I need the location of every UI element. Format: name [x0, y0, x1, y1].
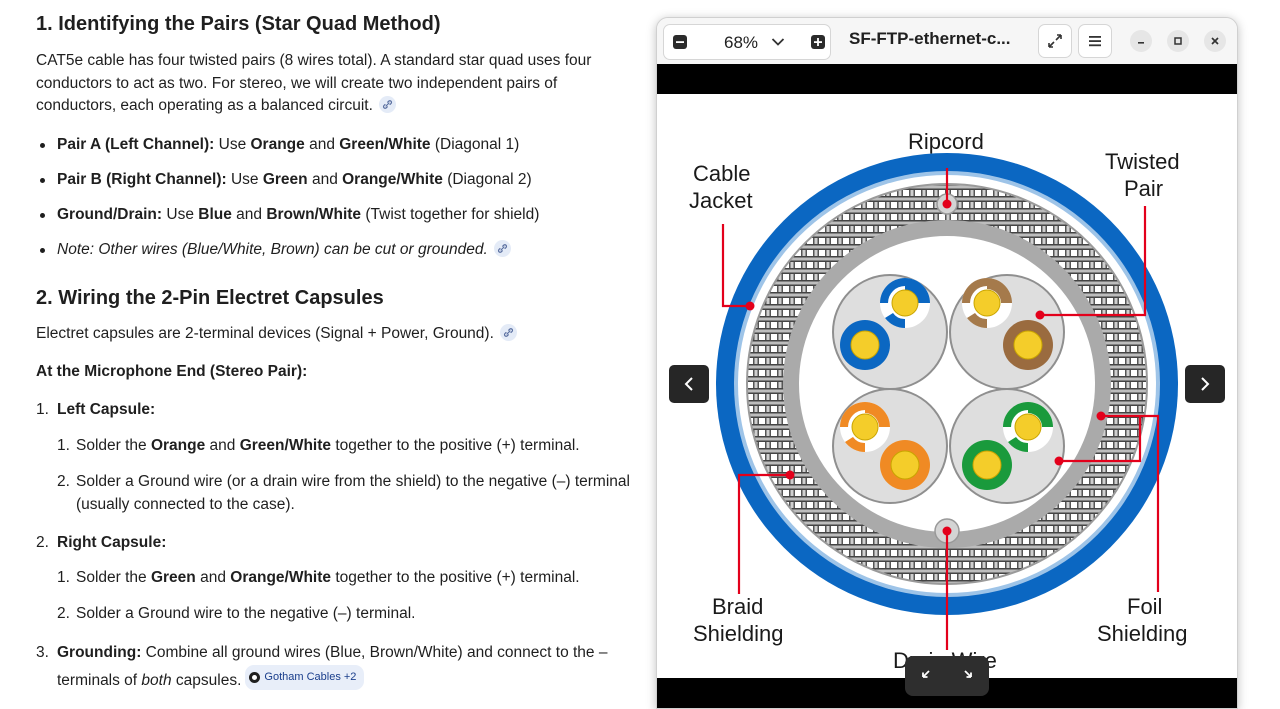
label-twisted-pair-1: Twisted [1105, 149, 1180, 174]
mic-end-heading: At the Microphone End (Stereo Pair): [36, 363, 308, 380]
zoom-out-button[interactable] [668, 30, 692, 54]
intro-text: CAT5e cable has four twisted pairs (8 wi… [36, 52, 592, 114]
heading-identifying-pairs: 1. Identifying the Pairs (Star Quad Meth… [36, 13, 441, 35]
label-foil-shielding-2: Shielding [1097, 621, 1188, 646]
zoom-dropdown-button[interactable] [768, 32, 788, 52]
image-top-letterbox [657, 64, 1237, 94]
list-number: 3. [36, 644, 49, 661]
heading-wiring-capsules: 2. Wiring the 2-Pin Electret Capsules [36, 287, 384, 309]
pair-bottom-right [949, 388, 1065, 504]
left-step-2: Solder a Ground wire (or a drain wire fr… [76, 473, 630, 490]
capsules-intro: Electret capsules are 2-terminal devices… [36, 323, 517, 346]
pair-top-left [832, 274, 948, 390]
menu-button[interactable] [1078, 24, 1112, 58]
cable-cross-section-diagram [716, 153, 1178, 650]
zoom-level[interactable]: 68% [724, 33, 759, 52]
left-capsule-heading: Left Capsule: [57, 401, 156, 418]
next-image-button[interactable] [1185, 365, 1225, 403]
grounding-item: Grounding: Combine all ground wires (Blu… [57, 644, 608, 661]
rotate-right-icon [964, 670, 972, 678]
left-step-1: Solder the Orange and Green/White togeth… [76, 437, 580, 454]
rotate-left-button[interactable] [913, 664, 939, 688]
viewer-header-bar: 68% SF-FTP-ethernet-c... [657, 18, 1237, 64]
list-number: 2. [57, 605, 70, 622]
chevron-down-icon [771, 38, 785, 46]
list-number: 2. [57, 473, 70, 490]
rotate-left-icon [922, 670, 930, 678]
pair-top-right [949, 274, 1065, 390]
pair-bottom-left [832, 388, 948, 504]
right-step-1: Solder the Green and Orange/White togeth… [76, 569, 580, 586]
list-number: 1. [57, 569, 70, 586]
chevron-left-icon [684, 377, 693, 391]
source-chip[interactable]: Gotham Cables +2 [245, 665, 365, 690]
citation-link-icon[interactable] [378, 96, 396, 113]
viewer-file-title: SF-FTP-ethernet-c... [849, 29, 1011, 48]
left-step-2-cont: (usually connected to the case). [76, 496, 295, 513]
right-step-2: Solder a Ground wire to the negative (–)… [76, 605, 416, 622]
zoom-in-button[interactable] [806, 30, 830, 54]
label-braid-shielding-1: Braid [712, 594, 764, 619]
plus-icon [811, 35, 825, 49]
grounding-item-cont: terminals of both capsules.Gotham Cables… [57, 665, 365, 692]
intro-paragraph: CAT5e cable has four twisted pairs (8 wi… [36, 50, 636, 118]
image-viewer-window: 68% SF-FTP-ethernet-c... [656, 17, 1238, 709]
zoom-control: 68% [663, 24, 831, 60]
label-braid-shielding-2: Shielding [693, 621, 784, 646]
close-icon [1211, 37, 1219, 45]
list-number: 2. [36, 534, 49, 551]
leader-dots [745, 199, 1106, 536]
list-number: 1. [36, 401, 49, 418]
rotate-toolbar [905, 656, 989, 696]
citation-link-icon[interactable] [499, 324, 517, 341]
previous-image-button[interactable] [669, 365, 709, 403]
fullscreen-button[interactable] [1038, 24, 1072, 58]
list-number: 1. [57, 437, 70, 454]
chevron-right-icon [1201, 377, 1210, 391]
cable-diagram-image: Ripcord Cable Jacket Twisted Pair Braid … [657, 94, 1237, 678]
rotate-right-button[interactable] [955, 664, 981, 688]
label-ripcord: Ripcord [908, 129, 984, 154]
expand-icon [1048, 34, 1062, 48]
label-cable-jacket-2: Jacket [689, 188, 753, 213]
minus-icon [673, 35, 687, 49]
source-logo-icon [249, 671, 261, 683]
hamburger-icon [1089, 36, 1101, 47]
close-button[interactable] [1204, 30, 1226, 52]
label-cable-jacket-1: Cable [693, 161, 751, 186]
minimize-button[interactable] [1130, 30, 1152, 52]
label-twisted-pair-2: Pair [1124, 176, 1164, 201]
right-capsule-heading: Right Capsule: [57, 534, 167, 551]
leader-lines [721, 168, 1160, 650]
maximize-icon [1174, 37, 1182, 45]
label-foil-shielding-1: Foil [1127, 594, 1163, 619]
citation-link-icon[interactable] [493, 240, 511, 257]
maximize-button[interactable] [1167, 30, 1189, 52]
minimize-icon [1138, 42, 1144, 44]
